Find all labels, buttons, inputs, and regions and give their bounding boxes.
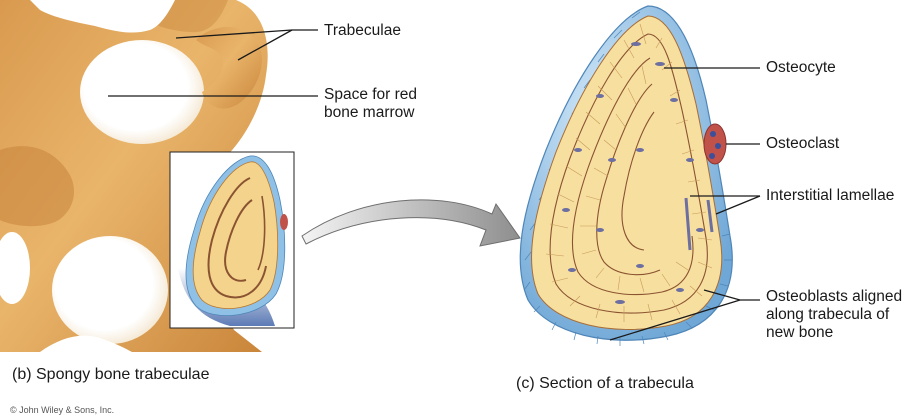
label-marrow-space-line2: bone marrow [324, 104, 417, 122]
label-osteoblasts-line1: Osteoblasts aligned [766, 288, 902, 306]
caption-section: (c) Section of a trabecula [516, 375, 694, 393]
marrow-space-lower [52, 236, 168, 344]
label-trabeculae: Trabeculae [324, 22, 401, 40]
copyright-notice: © John Wiley & Sons, Inc. [10, 405, 114, 415]
label-osteoblasts-line3: new bone [766, 324, 902, 342]
label-marrow-space-line1: Space for red [324, 86, 417, 104]
inset-osteoclast [280, 214, 288, 230]
label-osteoblasts: Osteoblasts aligned along trabecula of n… [766, 288, 902, 342]
label-osteoclast: Osteoclast [766, 135, 839, 153]
label-osteoblasts-line2: along trabecula of [766, 306, 902, 324]
label-marrow-space: Space for red bone marrow [324, 86, 417, 122]
label-osteocyte: Osteocyte [766, 59, 836, 77]
osteoclast-cell [704, 124, 726, 164]
label-interstitial-lamellae: Interstitial lamellae [766, 187, 894, 205]
caption-spongy-bone: (b) Spongy bone trabeculae [12, 366, 209, 384]
zoom-arrow [302, 200, 520, 246]
trabecula-section [520, 6, 732, 346]
marrow-space-large [80, 40, 204, 144]
